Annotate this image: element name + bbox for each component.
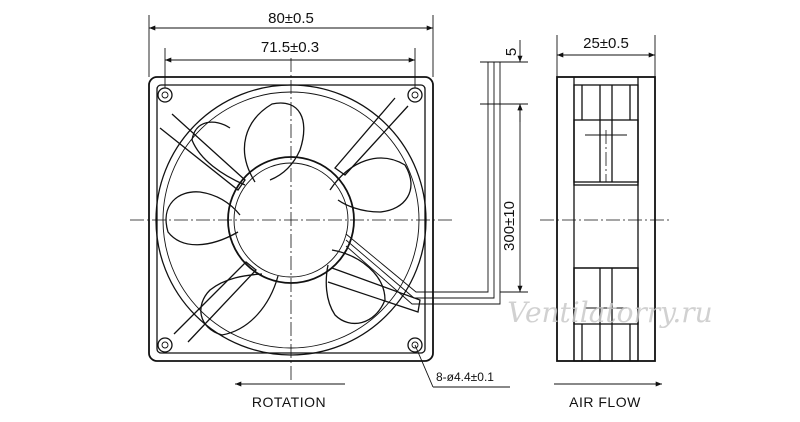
dim-hole-spacing: 71.5±0.3 [164,39,416,88]
hole-spacing-text: 71.5±0.3 [261,39,319,56]
thickness-text: 25±0.5 [583,35,629,52]
lead-length-text: 300±10 [501,201,518,251]
dim-holes: 8-ø4.4±0.1 [414,344,510,388]
dim-overall-width: 80±0.5 [148,10,434,77]
overall-width-text: 80±0.5 [268,10,314,27]
rotation-label: ROTATION [252,394,326,410]
lead-wires [345,62,501,305]
dim-lead-offset: 5 [480,40,528,122]
dim-lead-length: 300±10 [500,104,528,293]
fan-blades [165,102,412,336]
rotation-indicator: ROTATION [235,381,345,410]
holes-text: 8-ø4.4±0.1 [436,370,494,384]
front-view [130,58,501,382]
watermark: Ventilatorry.ru [507,296,712,329]
frame-spokes [159,97,421,343]
air-flow-label: AIR FLOW [569,394,641,410]
side-view: 25±0.5 AIR FLOW [540,35,672,410]
lead-offset-text: 5 [503,48,520,56]
